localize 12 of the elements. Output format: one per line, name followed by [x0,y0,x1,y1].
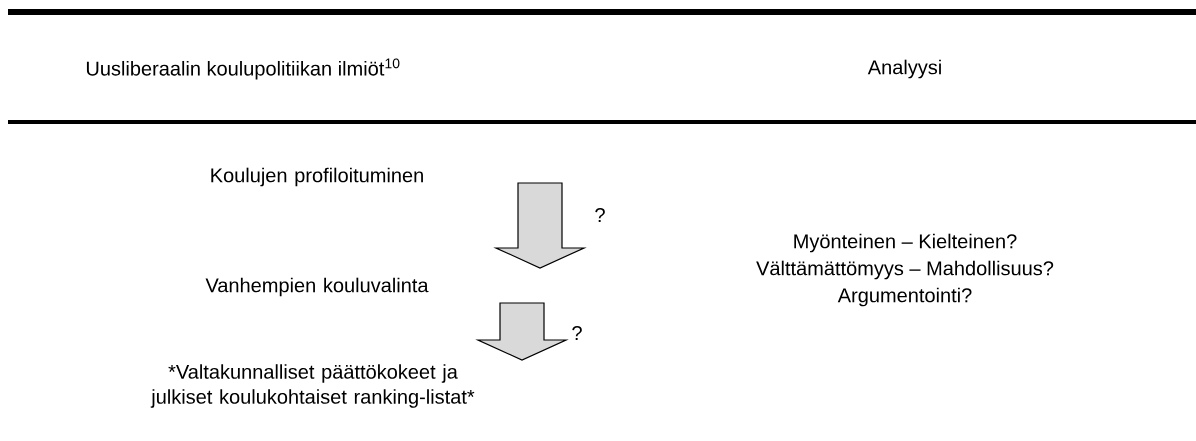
block-arrow [493,182,587,269]
analysis-text: Argumentointi? [837,287,972,307]
column-header: Analyysi [867,59,941,79]
analysis-text: Myönteinen – Kielteinen? [794,233,1017,253]
flow-text: Vanhempien kouluvalinta [205,277,429,297]
edge-label: ? [572,326,582,340]
edge-label: ? [595,208,605,222]
analysis-text: Välttämättömyys – Mahdollisuus? [756,260,1054,280]
block-arrow [475,302,569,361]
flow-text: Koulujen profiloituminen [211,167,423,187]
column-header: Uusliberaalin koulupolitiikan ilmiöt$^{10}$ [86,58,400,80]
flow-text: *Valtakunnalliset päättökokeet ja julkiset koulukohtaiset ranking-listat* [150,364,475,408]
